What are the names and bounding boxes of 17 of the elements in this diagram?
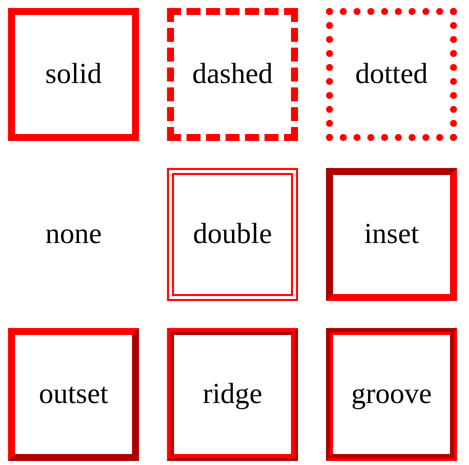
box-label: dotted: [355, 58, 428, 91]
outset-border-box: [8, 328, 139, 461]
box-label: outset: [38, 378, 108, 411]
dotted-border-box: [326, 8, 457, 141]
double-border-box: [167, 168, 298, 301]
solid-border-box: [8, 8, 139, 141]
box-label: double: [193, 218, 272, 251]
groove-border-box: [326, 328, 457, 461]
box-label: inset: [364, 218, 419, 251]
box-label: solid: [45, 58, 102, 91]
dashed-border-box: [167, 8, 298, 141]
box-label: groove: [351, 378, 432, 411]
ridge-border-box: [167, 328, 298, 461]
box-label: dashed: [192, 58, 273, 91]
box-label: ridge: [202, 378, 262, 411]
box-label: none: [45, 218, 102, 251]
inset-border-box: [326, 168, 457, 301]
